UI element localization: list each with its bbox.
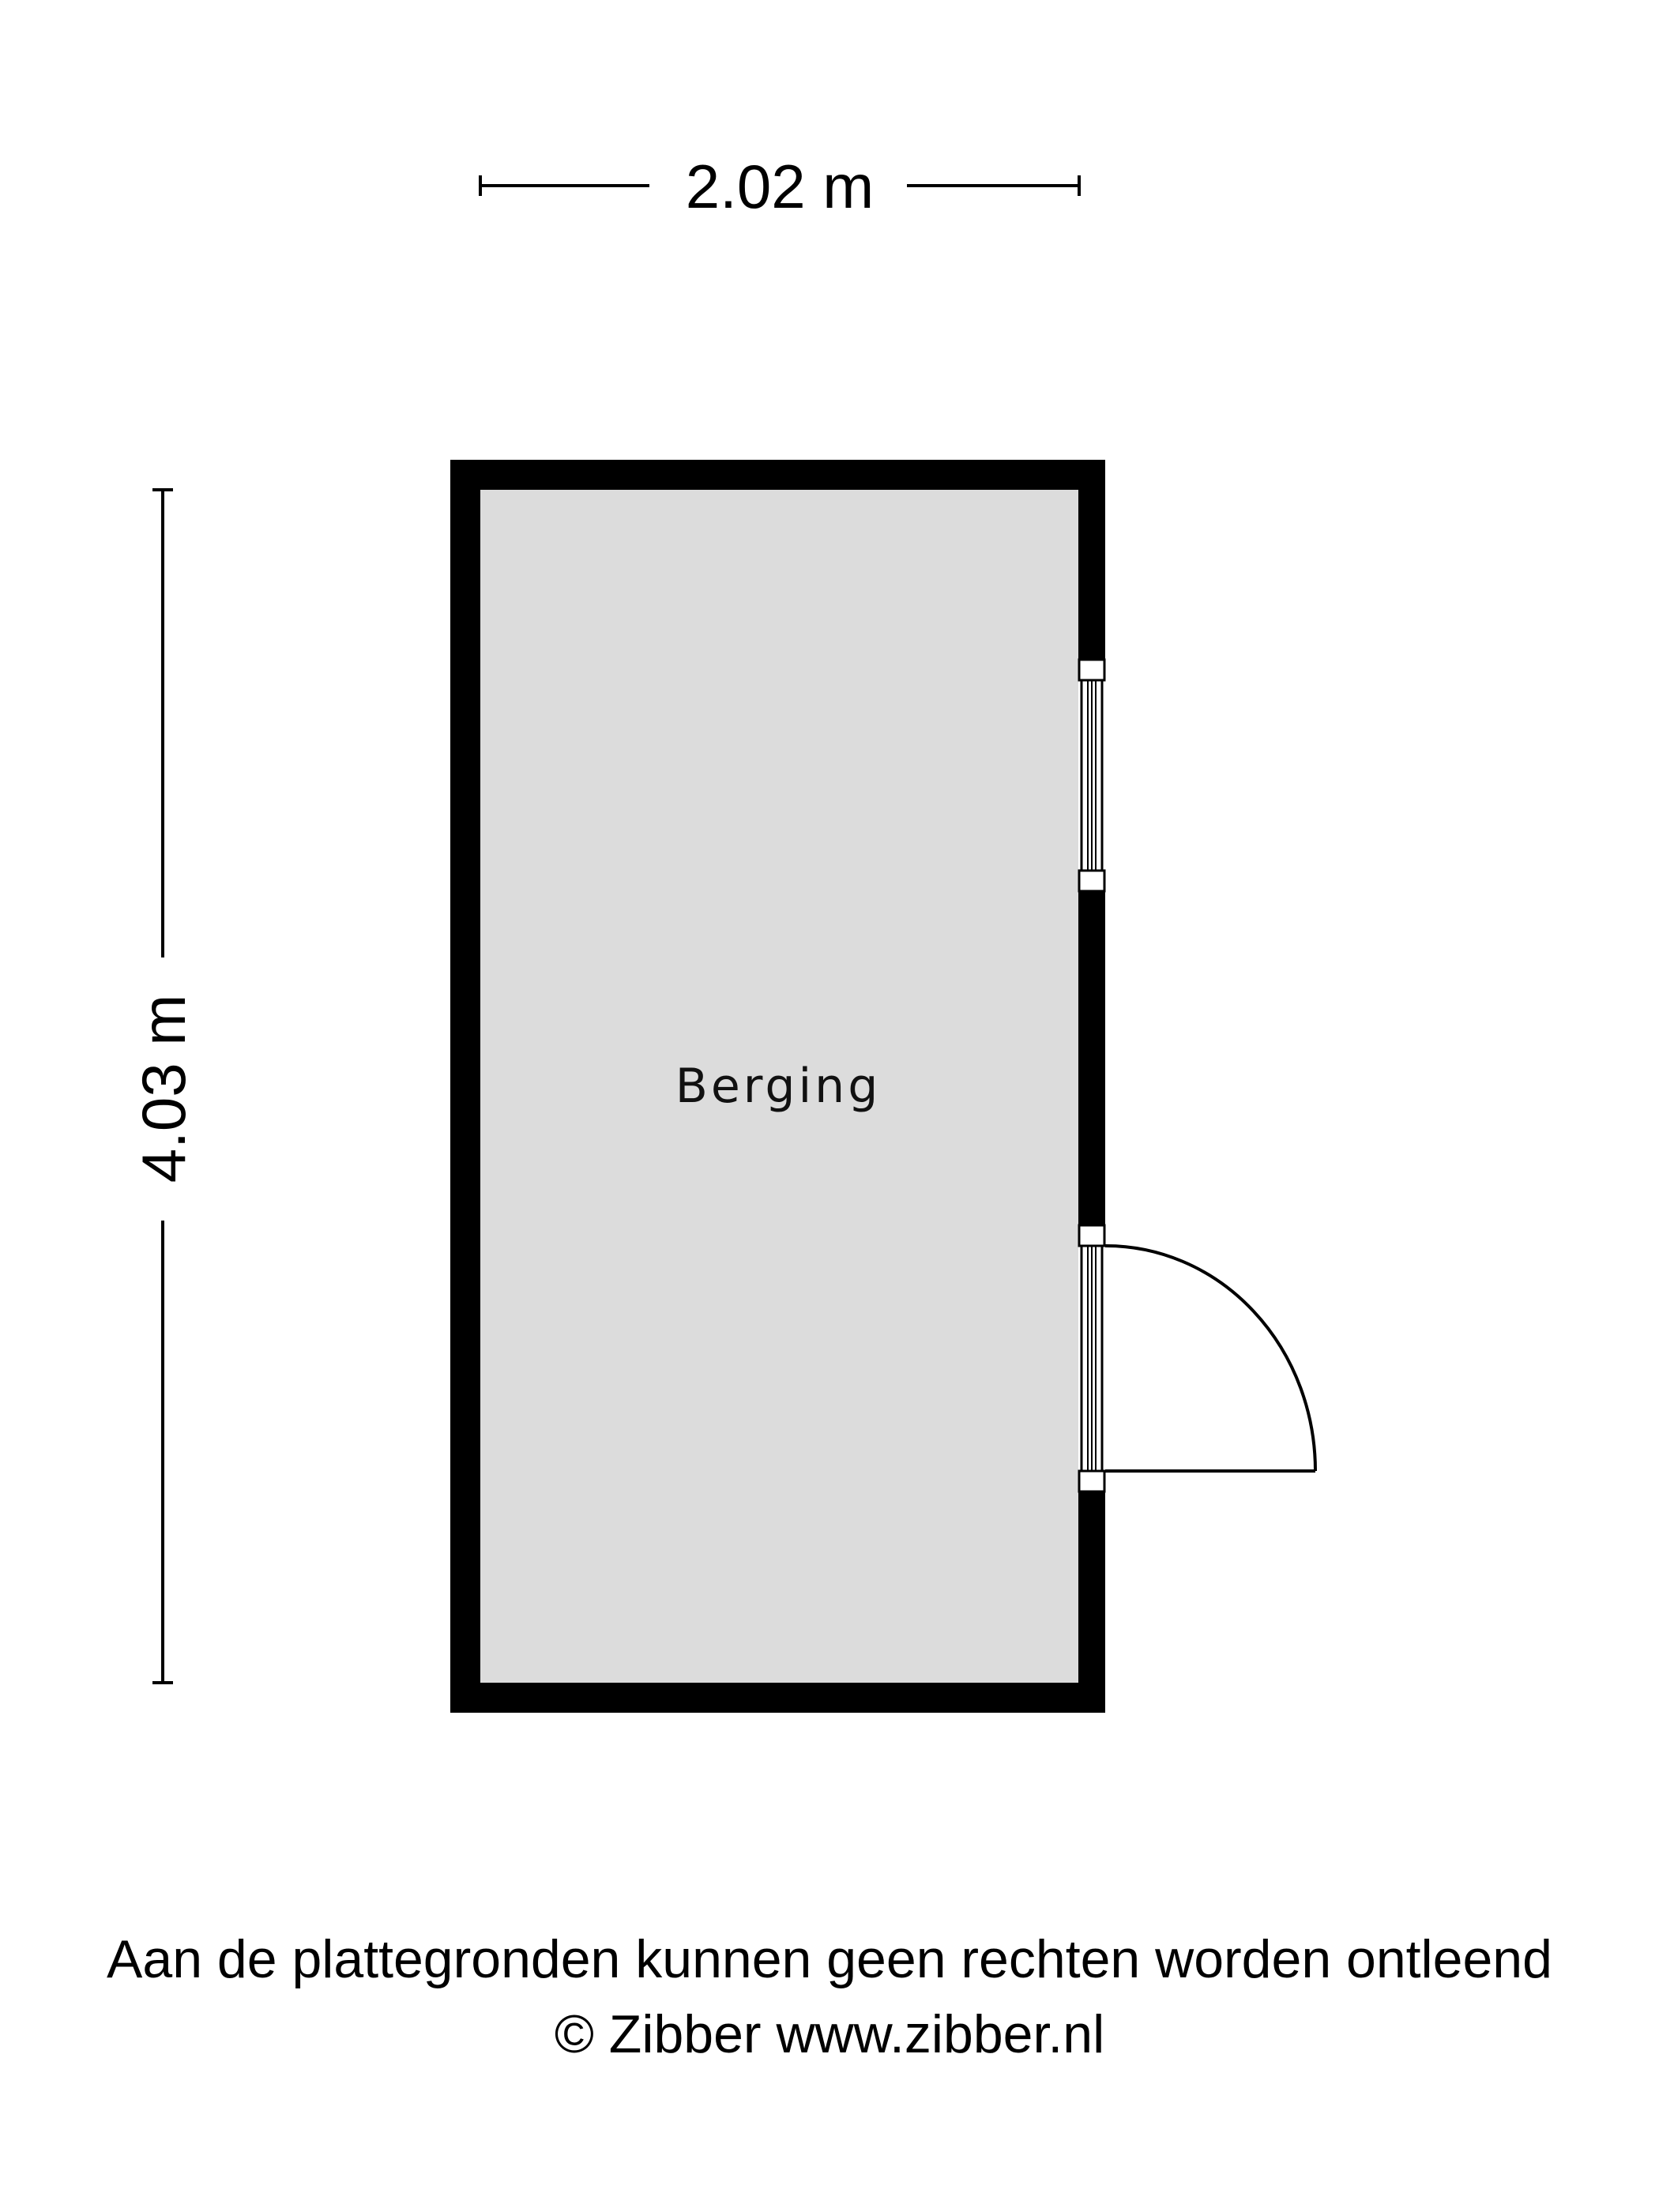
room-floor bbox=[480, 490, 1078, 1683]
height-dimension-label: 4.03 m bbox=[129, 995, 198, 1183]
window-frame-top bbox=[1078, 658, 1106, 682]
door-swing-arc bbox=[1104, 1243, 1317, 1472]
copyright-text: © Zibber www.zibber.nl bbox=[554, 2004, 1105, 2064]
wall-top bbox=[450, 460, 1105, 490]
height-dimension: 4.03 m bbox=[129, 488, 198, 1684]
wall-bottom bbox=[450, 1683, 1105, 1713]
door-frame-bottom bbox=[1078, 1469, 1106, 1493]
wall-right-middle bbox=[1078, 891, 1105, 1225]
width-dimension-label: 2.02 m bbox=[686, 152, 874, 221]
door bbox=[1078, 1224, 1317, 1493]
room-label-berging: Berging bbox=[675, 1059, 882, 1114]
wall-right-lower bbox=[1078, 1492, 1105, 1713]
width-dimension: 2.02 m bbox=[479, 152, 1081, 221]
window bbox=[1078, 658, 1106, 893]
wall-right-upper bbox=[1078, 460, 1105, 660]
disclaimer-text: Aan de plattegronden kunnen geen rechten… bbox=[107, 1929, 1552, 1989]
walls bbox=[450, 460, 1105, 1713]
door-frame-top bbox=[1078, 1224, 1106, 1247]
wall-left bbox=[450, 460, 480, 1713]
window-frame-bottom bbox=[1078, 869, 1106, 893]
